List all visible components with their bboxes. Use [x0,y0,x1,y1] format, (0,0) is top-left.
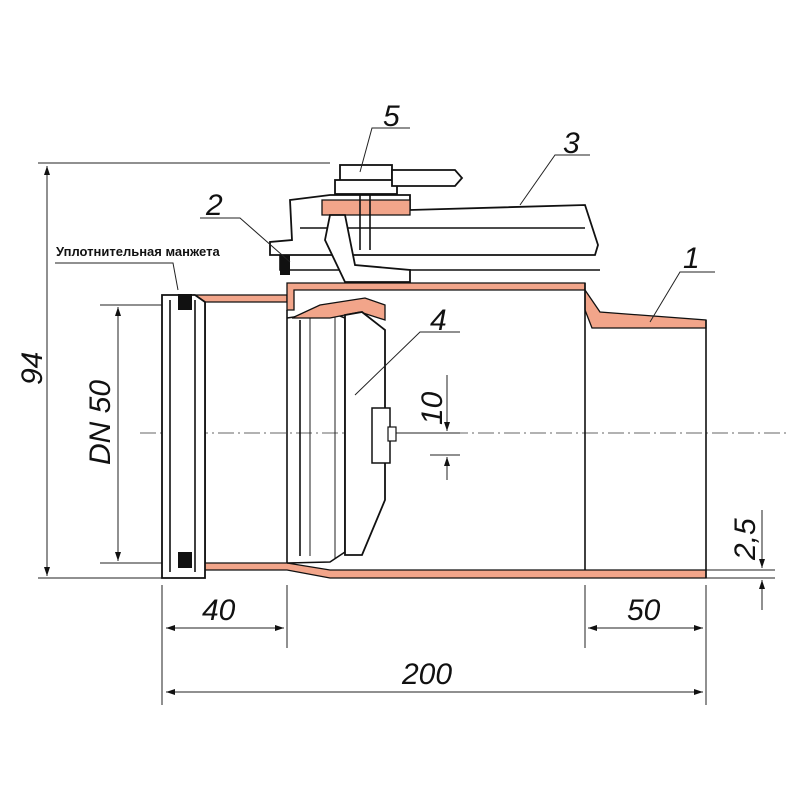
dim-diameter: DN 50 [84,380,117,465]
dim-offset: 10 [416,391,449,425]
callout-3: 3 [563,127,580,160]
dim-total-length: 200 [401,658,452,691]
dim-spigot-length: 50 [627,594,661,627]
socket-seal [161,294,206,579]
cover [269,194,600,283]
flap [291,297,397,556]
callout-4: 4 [430,304,447,337]
dim-wall: 2,5 [729,518,762,561]
dim-height: 94 [16,352,49,385]
leader-lines [55,127,715,396]
callout-2: 2 [205,189,223,222]
callout-5: 5 [383,100,400,133]
seal-label: Уплотнительная манжета [56,244,220,259]
dimension-lines [44,166,765,695]
dim-socket-length: 40 [202,594,236,627]
callout-1: 1 [683,242,700,275]
extension-lines [38,162,775,705]
lever [334,164,464,250]
valve-body [192,282,707,579]
